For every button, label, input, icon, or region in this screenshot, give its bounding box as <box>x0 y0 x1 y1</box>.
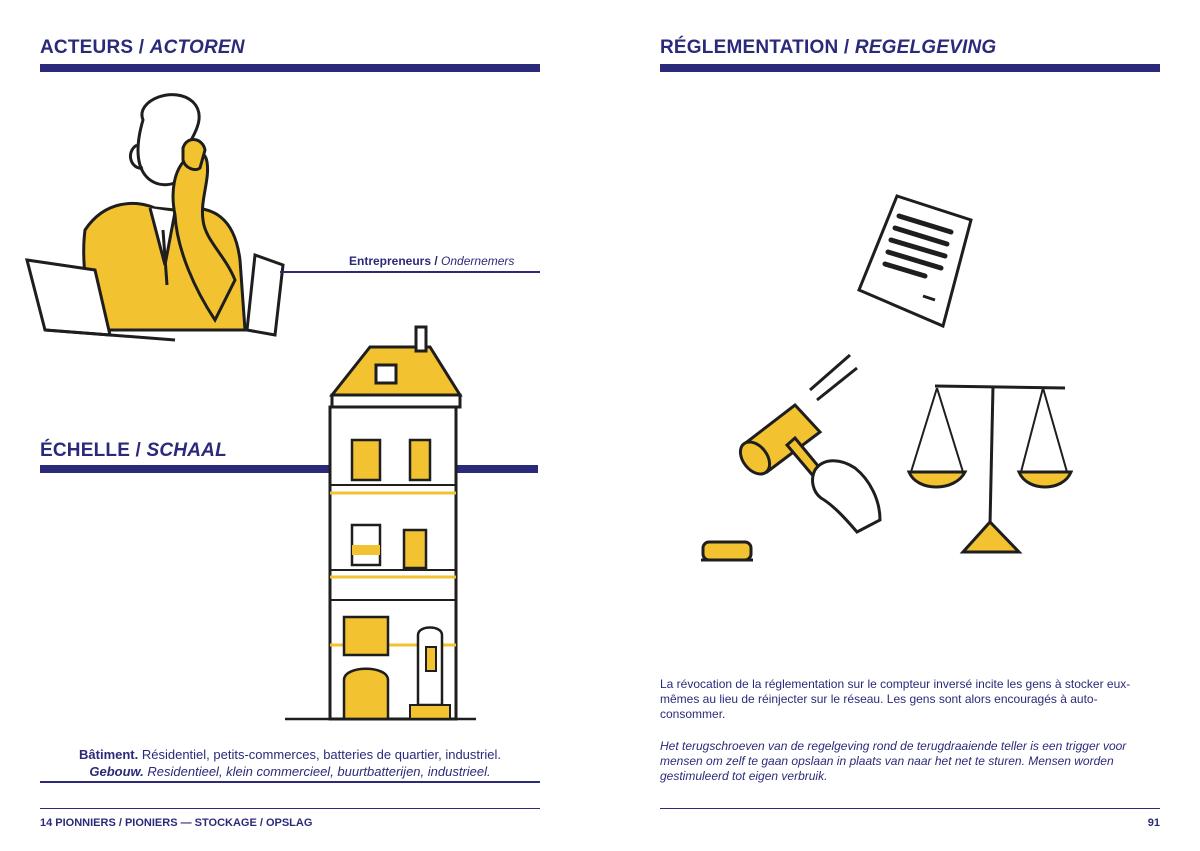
scale-fr-text: Résidentiel, petits-commerces, batteries… <box>138 747 501 762</box>
document-illustration <box>857 194 973 329</box>
actor-label-line <box>280 271 540 273</box>
actor-label-fr: Entrepreneurs <box>349 254 432 268</box>
heading-separator: / <box>838 37 855 58</box>
scale-nl-bold: Gebouw. <box>89 764 144 779</box>
building-illustration <box>285 325 476 721</box>
scale-text-nl: Gebouw. Residentieel, klein commercieel,… <box>40 763 540 780</box>
footer-left-text: 14 PIONNIERS / PIONIERS — STOCKAGE / OPS… <box>40 817 313 829</box>
scale-heading-nl: SCHAAL <box>146 440 227 461</box>
footer-line-right <box>660 808 1160 810</box>
actors-heading-bar <box>40 64 540 72</box>
regulation-heading: RÉGLEMENTATION / REGELGEVING <box>660 37 996 59</box>
regulation-text-nl: Het terugschroeven van de regelgeving ro… <box>660 739 1127 783</box>
heading-separator: / <box>130 440 147 461</box>
scale-fr-bold: Bâtiment. <box>79 747 139 762</box>
label-separator: / <box>431 254 442 268</box>
actors-heading-fr: ACTEURS <box>40 37 134 58</box>
gavel-illustration <box>701 353 882 562</box>
scale-heading-bar-right <box>456 465 538 473</box>
scale-text-fr: Bâtiment. Résidentiel, petits-commerces,… <box>40 746 540 763</box>
scales-illustration <box>906 384 1074 554</box>
heading-separator: / <box>133 37 150 58</box>
footer-line-left <box>40 808 540 810</box>
regulation-heading-bar <box>660 64 1160 72</box>
actors-heading: ACTEURS / ACTOREN <box>40 37 245 59</box>
entrepreneur-illustration <box>24 93 285 342</box>
regulation-heading-nl: REGELGEVING <box>854 37 997 58</box>
actor-label-nl: Ondernemers <box>441 254 515 268</box>
scale-nl-text: Residentieel, klein commercieel, buurtba… <box>143 764 491 779</box>
actor-label: Entrepreneurs / Ondernemers <box>349 254 514 268</box>
actors-heading-nl: ACTOREN <box>149 37 245 58</box>
regulation-heading-fr: RÉGLEMENTATION <box>660 37 839 58</box>
regulation-text-fr: La révocation de la réglementation sur l… <box>660 677 1131 721</box>
scale-heading-fr: ÉCHELLE <box>40 440 131 461</box>
scale-heading-bar-left <box>40 465 330 473</box>
scale-text-underline <box>40 781 540 783</box>
scale-text: Bâtiment. Résidentiel, petits-commerces,… <box>40 746 540 780</box>
page-number: 91 <box>1147 817 1160 829</box>
scale-heading: ÉCHELLE / SCHAAL <box>40 440 227 462</box>
